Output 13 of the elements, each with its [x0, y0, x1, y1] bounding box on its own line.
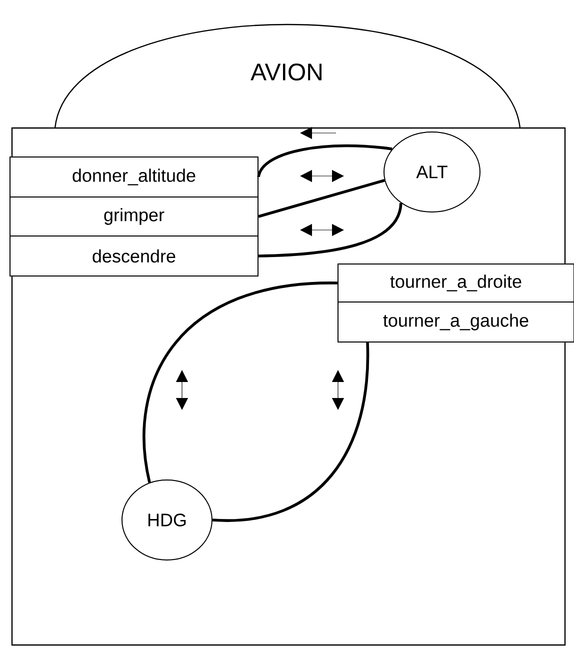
connector	[258, 179, 385, 218]
operation-box: tourner_a_gauche	[338, 302, 574, 342]
node-label: tourner_a_droite	[390, 274, 522, 292]
connector	[142, 282, 338, 483]
connector	[258, 202, 402, 258]
object-title: AVION	[250, 64, 322, 80]
operation-box: grimper	[10, 196, 258, 236]
connector	[257, 144, 392, 178]
operation-box: descendre	[10, 236, 258, 276]
operation-box: donner_altitude	[10, 156, 258, 198]
operation-box: tourner_a_droite	[338, 264, 574, 302]
node-label: tourner_a_gauche	[383, 314, 528, 330]
connector	[212, 342, 369, 522]
